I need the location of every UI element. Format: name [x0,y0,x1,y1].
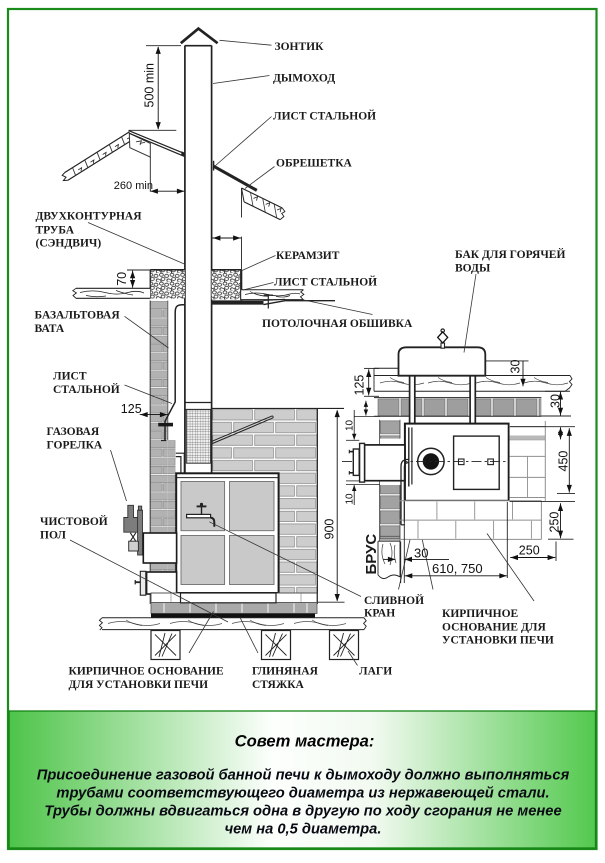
svg-text:70: 70 [115,272,129,286]
svg-text:Совет мастера:: Совет мастера: [235,732,375,751]
svg-text:30: 30 [508,360,522,374]
svg-text:ВАТА: ВАТА [35,323,65,335]
svg-text:ЛИСТ СТАЛЬНОЙ: ЛИСТ СТАЛЬНОЙ [273,108,376,122]
svg-text:БРУС: БРУС [363,534,380,575]
svg-text:КРАН: КРАН [364,608,395,620]
svg-text:ДВУХКОНТУРНАЯ: ДВУХКОНТУРНАЯ [36,211,143,223]
svg-text:ЗОНТИК: ЗОНТИК [275,41,325,53]
svg-text:250: 250 [519,544,540,558]
svg-text:ПОТОЛОЧНАЯ ОБШИВКА: ПОТОЛОЧНАЯ ОБШИВКА [262,318,413,330]
svg-text:ПОЛ: ПОЛ [40,530,66,542]
svg-text:900: 900 [323,519,337,540]
svg-text:КЕРАМЗИТ: КЕРАМЗИТ [276,250,340,262]
svg-text:ТРУБА: ТРУБА [36,225,75,237]
svg-text:30: 30 [414,545,428,560]
svg-text:10: 10 [344,419,355,431]
svg-text:ДЫМОХОД: ДЫМОХОД [273,73,335,85]
svg-text:чем на 0,5 диаметра.: чем на 0,5 диаметра. [225,822,382,838]
svg-text:Присоединение газовой банной п: Присоединение газовой банной печи к дымо… [37,768,570,784]
svg-text:ДЛЯ УСТАНОВКИ ПЕЧИ: ДЛЯ УСТАНОВКИ ПЕЧИ [69,679,209,691]
svg-text:СТАЛЬНОЙ: СТАЛЬНОЙ [53,382,120,396]
svg-text:КИРПИЧНОЕ: КИРПИЧНОЕ [442,608,519,620]
svg-text:125: 125 [352,375,366,396]
svg-text:260 min: 260 min [114,180,153,192]
svg-text:СТЯЖКА: СТЯЖКА [252,679,305,691]
svg-text:10: 10 [344,493,355,505]
svg-text:ГОРЕЛКА: ГОРЕЛКА [47,440,103,452]
svg-text:ЛАГИ: ЛАГИ [359,666,392,678]
svg-text:трубами соответствующего диаме: трубами соответствующего диаметра из нер… [56,786,549,802]
svg-text:125: 125 [121,402,142,416]
svg-text:ГЛИНЯНАЯ: ГЛИНЯНАЯ [252,666,319,678]
svg-text:КИРПИЧНОЕ ОСНОВАНИЕ: КИРПИЧНОЕ ОСНОВАНИЕ [69,666,224,678]
svg-text:450: 450 [557,451,571,472]
svg-text:ВОДЫ: ВОДЫ [455,263,491,275]
svg-text:250: 250 [547,512,561,533]
svg-text:СЛИВНОЙ: СЛИВНОЙ [364,593,424,607]
svg-text:610, 750: 610, 750 [432,561,483,576]
svg-text:ОСНОВАНИЕ ДЛЯ: ОСНОВАНИЕ ДЛЯ [442,622,546,634]
svg-text:ЛИСТ: ЛИСТ [53,371,87,383]
svg-text:30: 30 [549,394,563,408]
svg-text:БАЗАЛЬТОВАЯ: БАЗАЛЬТОВАЯ [35,310,121,322]
svg-text:ОБРЕШЕТКА: ОБРЕШЕТКА [276,157,353,169]
svg-text:БАК ДЛЯ ГОРЯЧЕЙ: БАК ДЛЯ ГОРЯЧЕЙ [455,247,565,261]
svg-text:ГАЗОВАЯ: ГАЗОВАЯ [47,426,100,438]
svg-text:ЛИСТ СТАЛЬНОЙ: ЛИСТ СТАЛЬНОЙ [274,274,377,288]
svg-text:500 min: 500 min [143,63,157,108]
svg-text:УСТАНОВКИ ПЕЧИ: УСТАНОВКИ ПЕЧИ [442,635,554,647]
svg-text:ЧИСТОВОЙ: ЧИСТОВОЙ [40,514,108,528]
svg-text:(СЭНДВИЧ): (СЭНДВИЧ) [36,238,102,250]
svg-text:Трубы должны вдвигаться одна в: Трубы должны вдвигаться одна в другую по… [44,804,561,820]
